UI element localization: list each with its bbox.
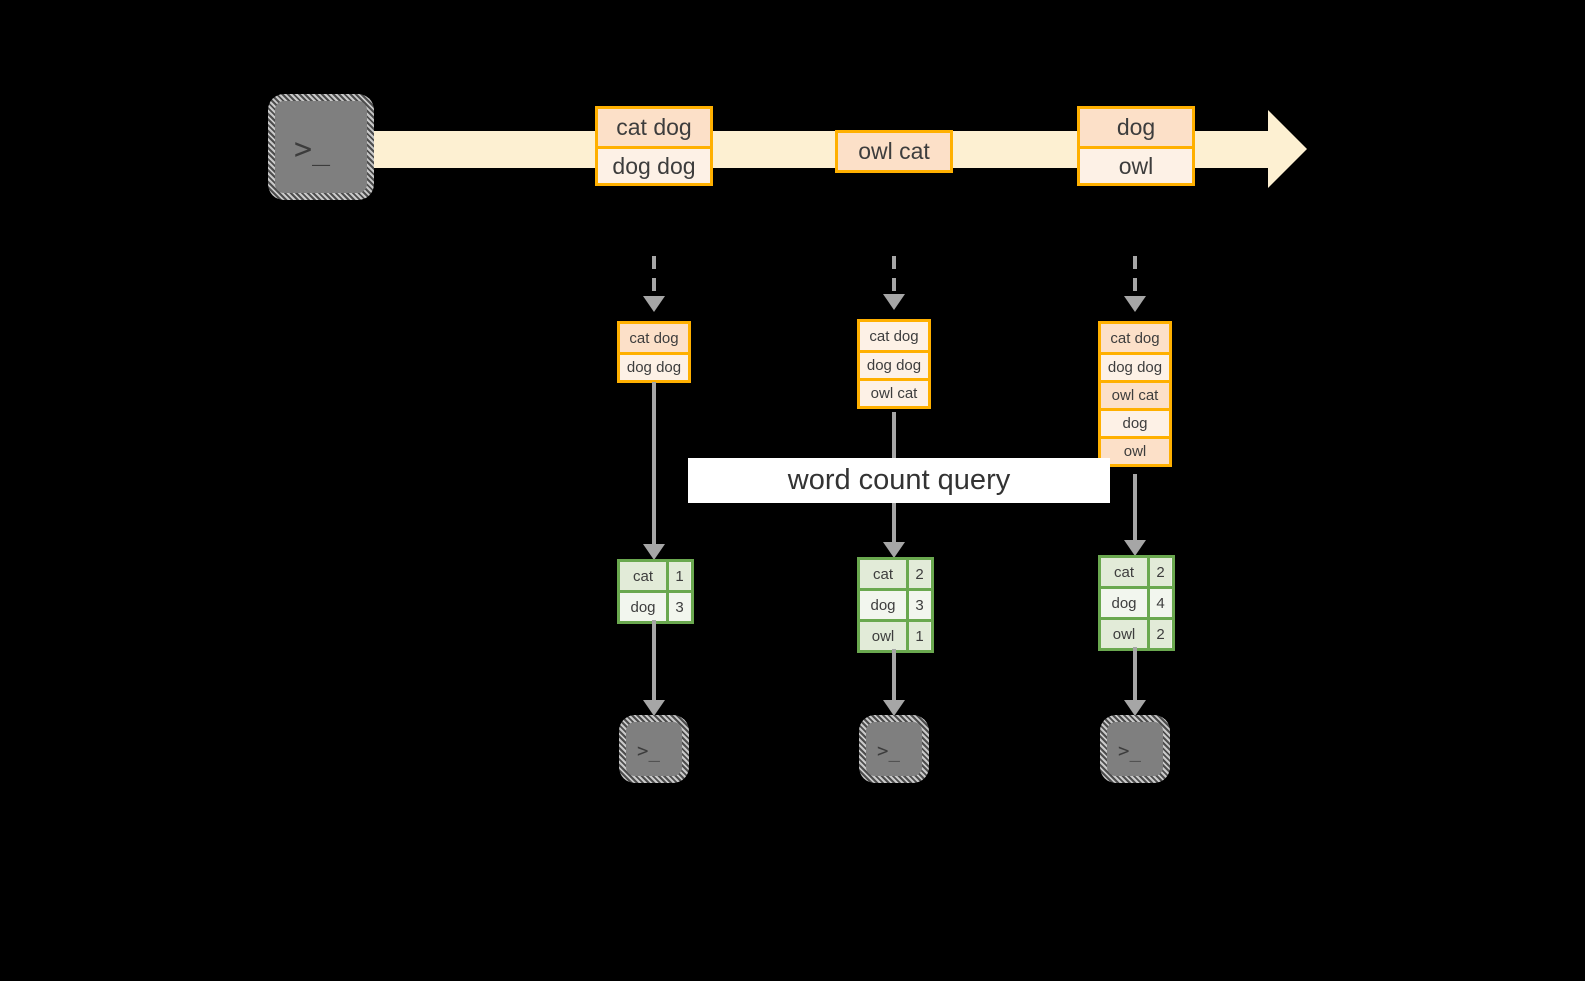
result-table-1: cat 1 dog 3 [617, 559, 694, 624]
result-table-3: cat 2 dog 4 owl 2 [1098, 555, 1175, 651]
result-word: cat [860, 560, 906, 588]
result-word: dog [860, 591, 906, 619]
sink-terminal-icon-1[interactable]: >_ [619, 715, 689, 783]
output-arrow-line-2 [892, 649, 896, 706]
result-word: dog [1101, 589, 1147, 617]
result-word: cat [1101, 558, 1147, 586]
table-row: cat 2 [860, 560, 931, 588]
query-arrow-head-2 [883, 542, 905, 558]
accumulated-records-3: cat dog dog dog owl cat dog owl [1098, 321, 1172, 467]
query-arrow-line-3 [1133, 474, 1137, 545]
result-word: owl [1101, 620, 1147, 648]
result-count: 1 [666, 562, 690, 590]
terminal-body [866, 722, 922, 776]
result-count: 3 [666, 593, 690, 621]
result-count: 2 [1147, 558, 1171, 586]
query-arrow-head-3 [1124, 540, 1146, 556]
result-table-2: cat 2 dog 3 owl 1 [857, 557, 934, 653]
result-count: 4 [1147, 589, 1171, 617]
stream-record-line: cat dog [598, 109, 710, 146]
terminal-body [1107, 722, 1163, 776]
accumulated-record-line: dog dog [860, 350, 928, 378]
result-word: cat [620, 562, 666, 590]
accumulated-records-1: cat dog dog dog [617, 321, 691, 383]
table-row: dog 4 [1101, 586, 1172, 617]
sink-terminal-icon-3[interactable]: >_ [1100, 715, 1170, 783]
accumulated-record-line: cat dog [620, 324, 688, 352]
result-count: 3 [906, 591, 930, 619]
query-arrow-head-1 [643, 544, 665, 560]
dashed-arrow-head-icon [1124, 296, 1146, 312]
terminal-body [626, 722, 682, 776]
result-word: dog [620, 593, 666, 621]
sink-terminal-icon-2[interactable]: >_ [859, 715, 929, 783]
accumulated-record-line: cat dog [1101, 324, 1169, 352]
terminal-prompt-glyph: >_ [1118, 740, 1141, 762]
stream-record-line: dog [1080, 109, 1192, 146]
dashed-arrow-head-icon [883, 294, 905, 310]
table-row: owl 1 [860, 619, 931, 650]
stream-record-1: cat dog dog dog [595, 106, 713, 186]
table-row: dog 3 [620, 590, 691, 621]
output-arrow-head-1 [643, 700, 665, 716]
query-banner-label: word count query [787, 464, 1011, 496]
output-arrow-line-1 [652, 620, 656, 706]
result-count: 2 [906, 560, 930, 588]
output-arrow-head-3 [1124, 700, 1146, 716]
stream-record-line: dog dog [598, 146, 710, 183]
terminal-body [275, 101, 367, 193]
accumulated-record-line: owl [1101, 436, 1169, 464]
table-row: cat 1 [620, 562, 691, 590]
output-arrow-head-2 [883, 700, 905, 716]
output-arrow-line-3 [1133, 647, 1137, 706]
accumulated-record-line: dog dog [1101, 352, 1169, 380]
stream-record-3: dog owl [1077, 106, 1195, 186]
terminal-prompt-glyph: >_ [637, 740, 660, 762]
dashed-arrow-down-icon [1133, 256, 1137, 300]
accumulated-record-line: dog [1101, 408, 1169, 436]
result-count: 1 [906, 622, 930, 650]
dashed-arrow-down-icon [652, 256, 656, 300]
table-row: cat 2 [1101, 558, 1172, 586]
stream-arrowhead-icon [1268, 110, 1307, 188]
accumulated-records-2: cat dog dog dog owl cat [857, 319, 931, 409]
table-row: owl 2 [1101, 617, 1172, 648]
terminal-prompt-glyph: >_ [294, 132, 331, 167]
result-word: owl [860, 622, 906, 650]
dashed-arrow-down-icon [892, 256, 896, 298]
accumulated-record-line: dog dog [620, 352, 688, 380]
stream-record-line: owl [1080, 146, 1192, 183]
dashed-arrow-head-icon [643, 296, 665, 312]
terminal-prompt-glyph: >_ [877, 740, 900, 762]
query-banner: word count query [688, 458, 1110, 503]
accumulated-record-line: cat dog [860, 322, 928, 350]
stream-record-line: owl cat [838, 133, 950, 170]
stream-record-2: owl cat [835, 130, 953, 173]
table-row: dog 3 [860, 588, 931, 619]
source-terminal-icon[interactable]: >_ [268, 94, 374, 200]
result-count: 2 [1147, 620, 1171, 648]
accumulated-record-line: owl cat [860, 378, 928, 406]
accumulated-record-line: owl cat [1101, 380, 1169, 408]
query-arrow-line-1 [652, 382, 656, 550]
